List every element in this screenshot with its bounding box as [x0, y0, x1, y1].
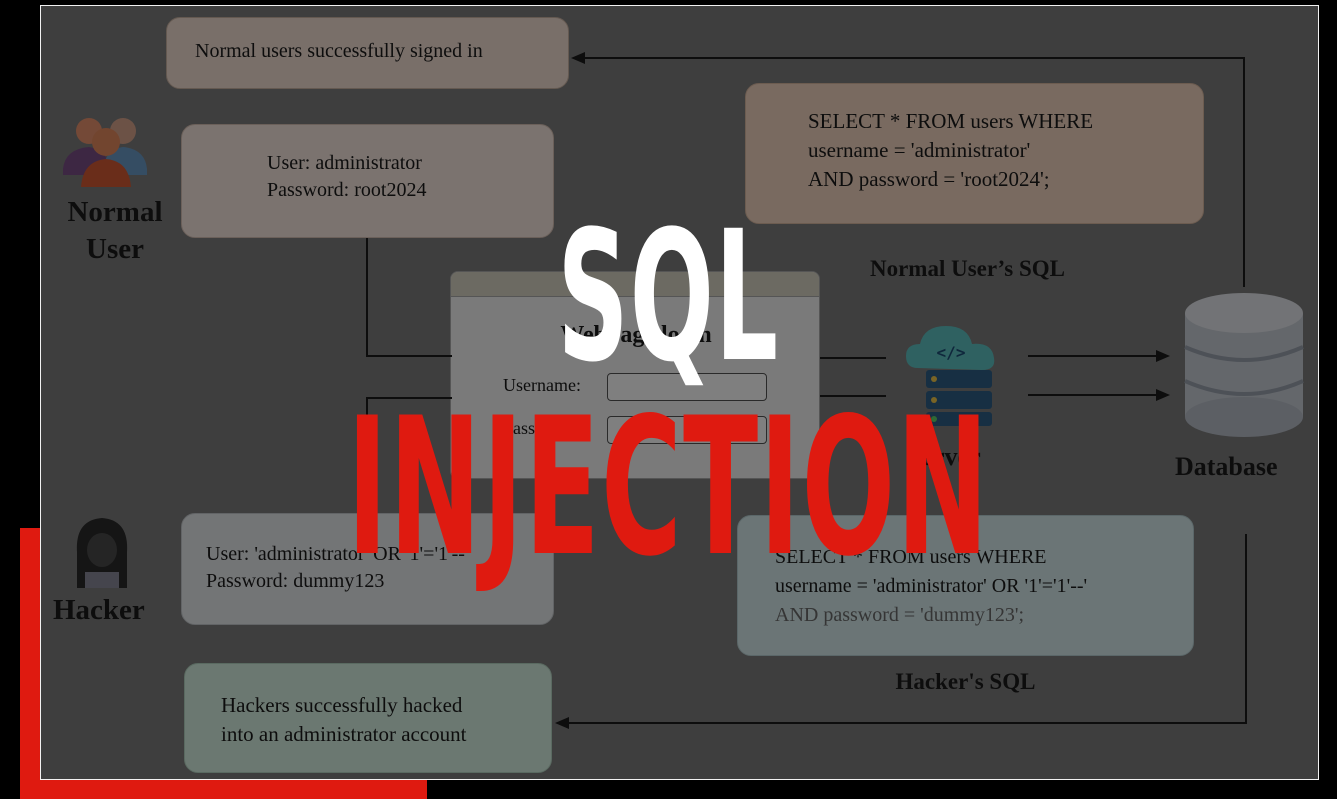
dark-overlay [41, 6, 1318, 779]
title-injection: INJECTION [346, 377, 990, 598]
red-accent-horizontal-bar [20, 780, 427, 799]
diagram-panel: Normal users successfully signed in Norm… [40, 5, 1319, 780]
red-accent-vertical-bar [20, 528, 40, 799]
title-sql: SQL [557, 193, 780, 402]
